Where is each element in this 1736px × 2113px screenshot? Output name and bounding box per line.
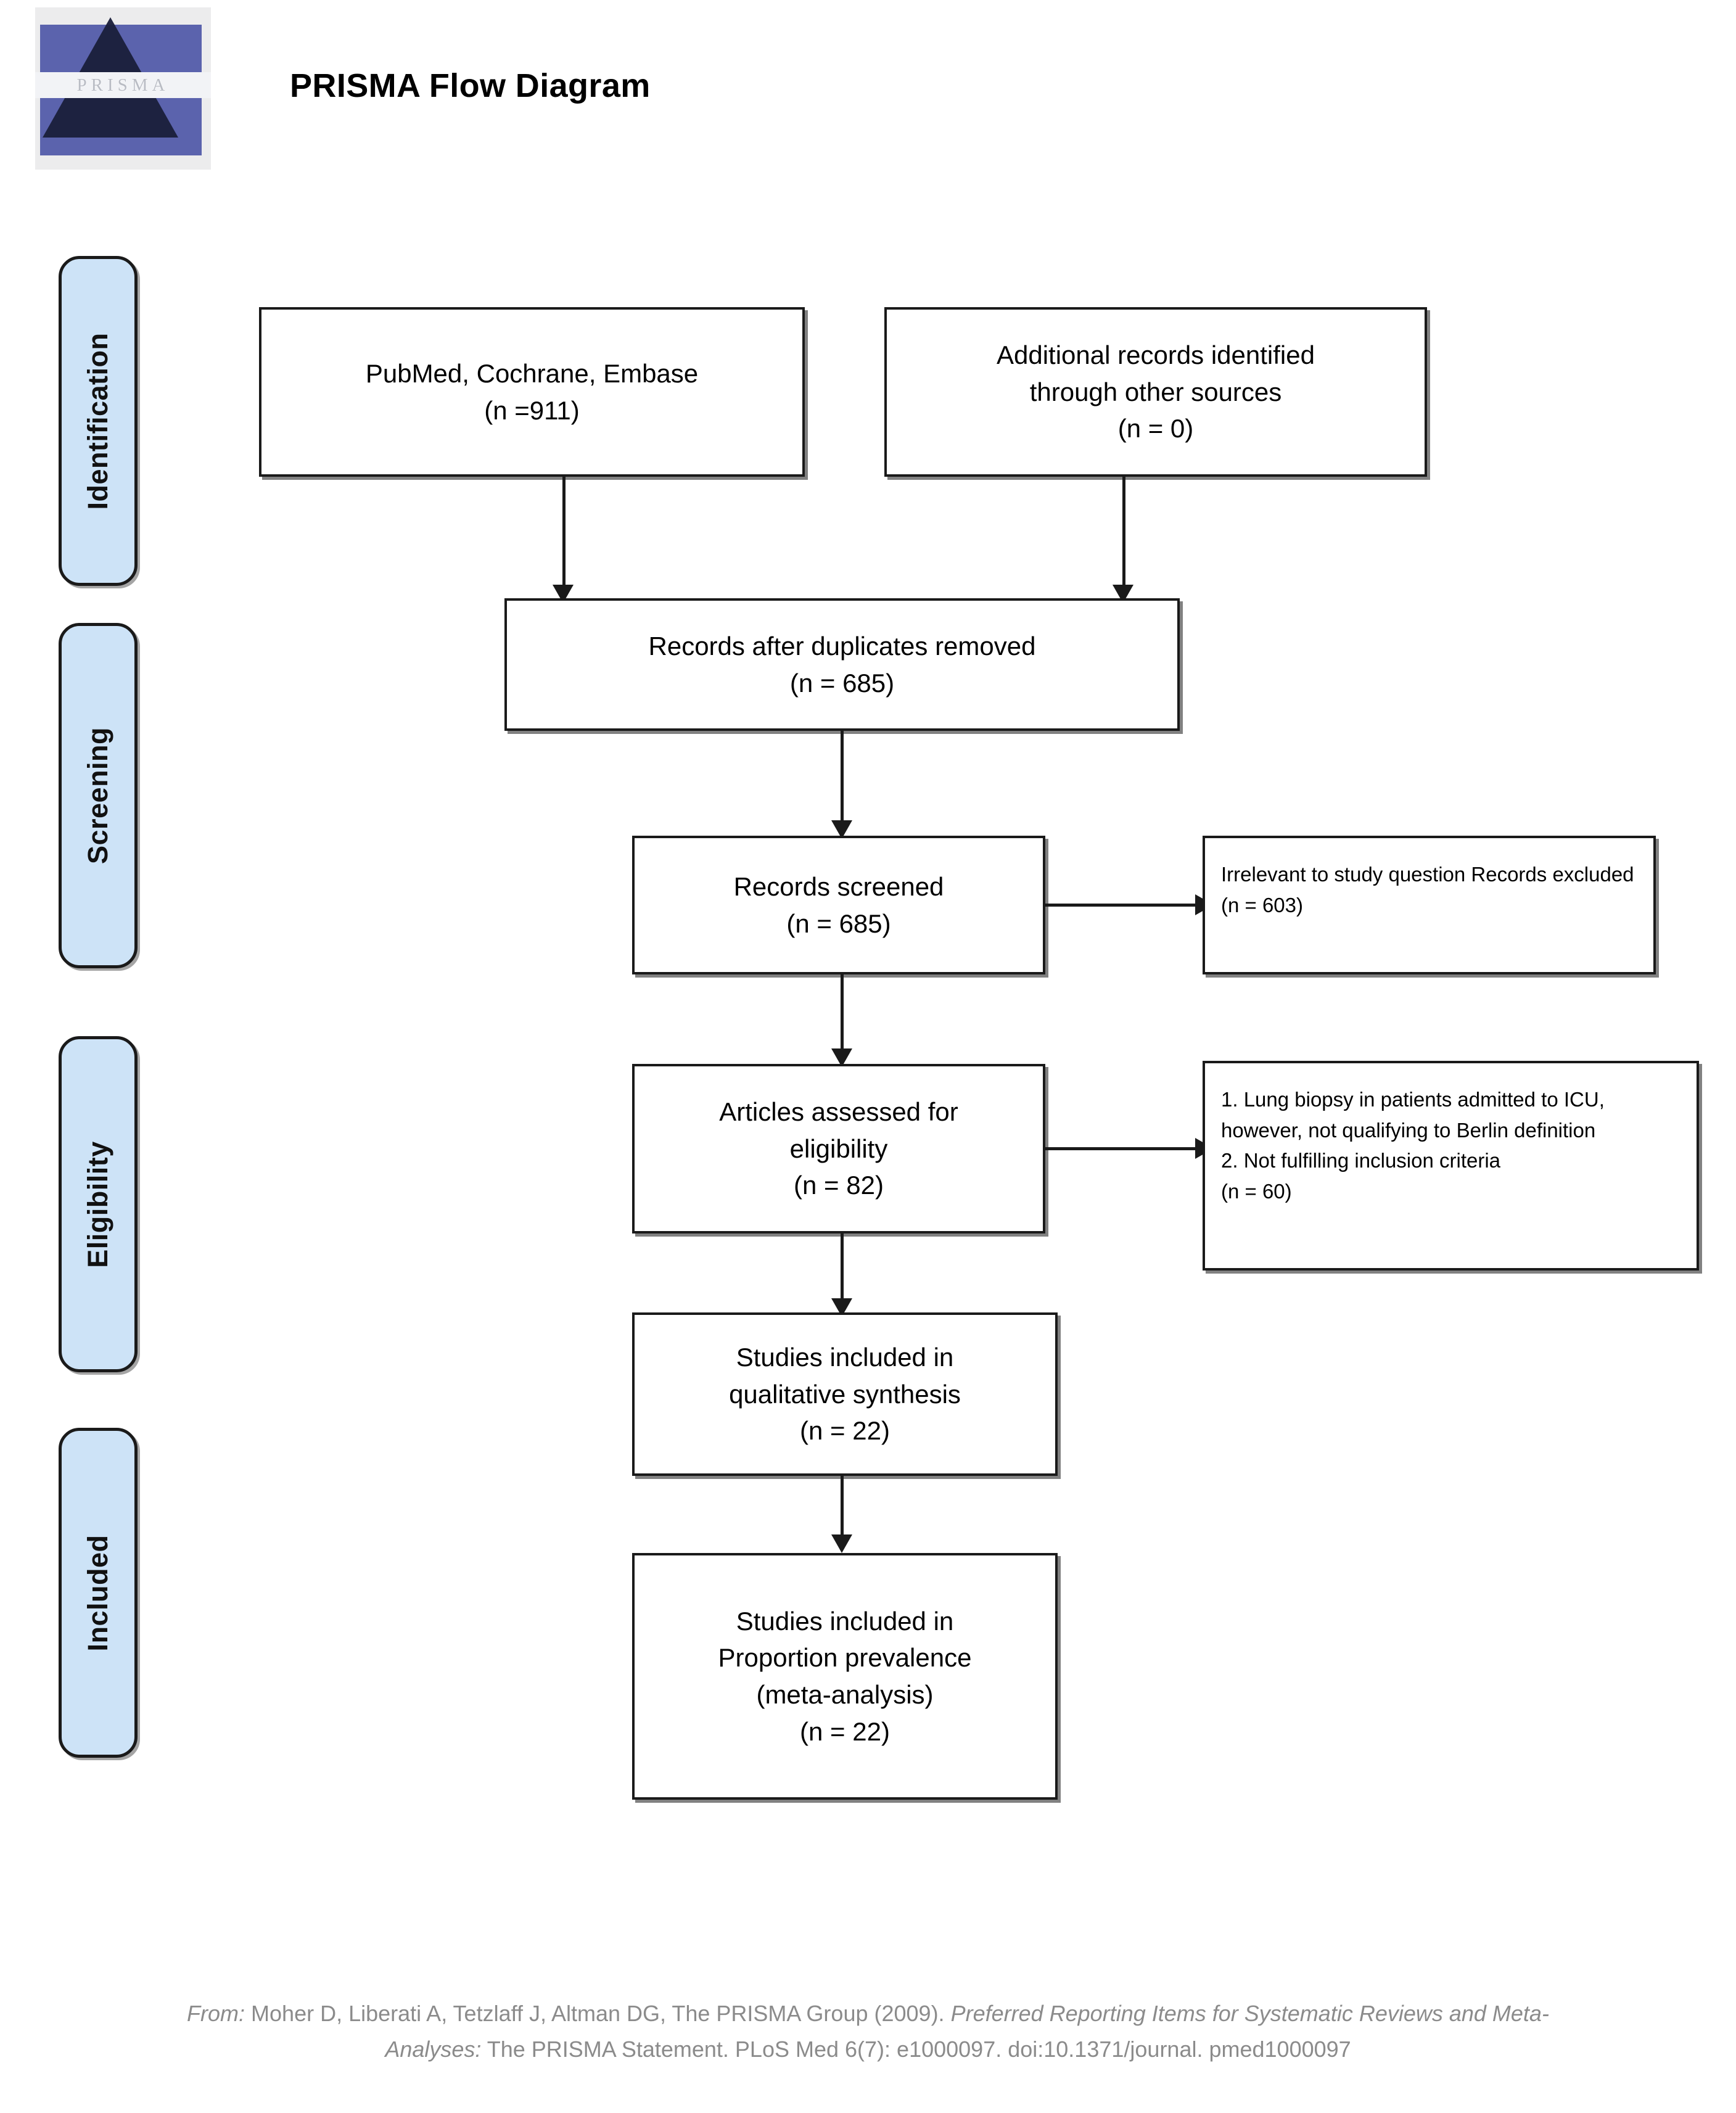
footer-title-italic-1: Preferred Reporting Items for Systematic… bbox=[950, 2001, 1549, 2026]
box-articles-assessed-line-2: eligibility bbox=[789, 1134, 888, 1163]
box-articles-excluded-line-2: 2. Not fulfilling inclusion criteria bbox=[1221, 1149, 1501, 1172]
box-duplicates-removed-line-1: Records after duplicates removed bbox=[648, 631, 1036, 661]
box-records-excluded-line-2: (n = 603) bbox=[1221, 893, 1303, 916]
box-databases-line-1: PubMed, Cochrane, Embase bbox=[365, 358, 699, 388]
stage-pill-identification: Identification bbox=[59, 256, 138, 586]
connector-screened-to-excluded bbox=[1045, 904, 1196, 907]
page-title: PRISMA Flow Diagram bbox=[290, 67, 651, 104]
box-databases-line-2: (n =911) bbox=[484, 395, 580, 425]
footer-citation-rest: The PRISMA Statement. PLoS Med 6(7): e10… bbox=[487, 2036, 1351, 2062]
box-other-sources: Additional records identified through ot… bbox=[884, 307, 1427, 477]
box-qualitative-synthesis-line-2: qualitative synthesis bbox=[729, 1379, 961, 1409]
footer-authors: Moher D, Liberati A, Tetzlaff J, Altman … bbox=[251, 2001, 945, 2026]
stage-pill-screening: Screening bbox=[59, 623, 138, 968]
footer-title-italic-2: Analyses: bbox=[385, 2036, 482, 2062]
box-meta-analysis-line-4: (n = 22) bbox=[800, 1716, 890, 1746]
box-qualitative-synthesis-line-3: (n = 22) bbox=[800, 1416, 890, 1446]
stage-label-identification: Identification bbox=[82, 332, 113, 509]
footer-citation: From: Moher D, Liberati A, Tetzlaff J, A… bbox=[0, 1996, 1736, 2067]
box-articles-excluded-line-1: 1. Lung biopsy in patients admitted to I… bbox=[1221, 1088, 1605, 1142]
box-articles-assessed-line-1: Articles assessed for bbox=[719, 1097, 958, 1127]
stage-pill-included: Included bbox=[59, 1428, 138, 1758]
stage-label-eligibility: Eligibility bbox=[82, 1140, 113, 1268]
box-records-screened-line-1: Records screened bbox=[733, 871, 944, 901]
box-meta-analysis-line-2: Proportion prevalence bbox=[718, 1643, 972, 1673]
stage-pill-eligibility: Eligibility bbox=[59, 1036, 138, 1372]
box-duplicates-removed: Records after duplicates removed (n = 68… bbox=[504, 598, 1180, 731]
box-articles-excluded: 1. Lung biopsy in patients admitted to I… bbox=[1203, 1061, 1699, 1271]
box-other-sources-line-1: Additional records identified bbox=[997, 340, 1315, 370]
box-qualitative-synthesis: Studies included in qualitative synthesi… bbox=[632, 1312, 1058, 1476]
box-other-sources-line-3: (n = 0) bbox=[1117, 414, 1194, 443]
stage-label-included: Included bbox=[82, 1534, 113, 1652]
connector-duplicates-to-screened bbox=[841, 731, 844, 823]
logo-wordmark: PRISMA bbox=[76, 75, 170, 95]
box-articles-assessed-line-3: (n = 82) bbox=[794, 1171, 884, 1200]
box-articles-assessed: Articles assessed for eligibility (n = 8… bbox=[632, 1064, 1045, 1234]
box-other-sources-line-2: through other sources bbox=[1029, 377, 1282, 406]
connector-screened-to-assessed bbox=[841, 974, 844, 1052]
box-meta-analysis-line-1: Studies included in bbox=[736, 1606, 954, 1636]
header: PRISMA PRISMA Flow Diagram bbox=[0, 0, 1736, 185]
connector-qualitative-to-meta bbox=[841, 1476, 844, 1538]
connector-databases-to-duplicates bbox=[562, 477, 566, 588]
stage-label-screening: Screening bbox=[82, 727, 113, 865]
box-records-excluded-line-1: Irrelevant to study question Records exc… bbox=[1221, 863, 1634, 886]
prisma-logo: PRISMA bbox=[35, 7, 211, 170]
box-records-screened: Records screened (n = 685) bbox=[632, 836, 1045, 974]
logo-white-band bbox=[35, 72, 211, 98]
box-records-screened-line-2: (n = 685) bbox=[786, 908, 891, 938]
box-articles-excluded-line-3: (n = 60) bbox=[1221, 1179, 1292, 1203]
connector-assessed-to-qualitative bbox=[841, 1234, 844, 1301]
box-meta-analysis-line-3: (meta-analysis) bbox=[756, 1680, 934, 1709]
box-qualitative-synthesis-line-1: Studies included in bbox=[736, 1343, 954, 1372]
footer-from-label: From: bbox=[187, 2001, 245, 2026]
box-records-excluded: Irrelevant to study question Records exc… bbox=[1203, 836, 1656, 974]
arrowhead-qualitative-to-meta bbox=[831, 1534, 852, 1553]
connector-other-sources-to-duplicates bbox=[1122, 477, 1125, 588]
connector-assessed-to-excluded bbox=[1045, 1147, 1196, 1150]
box-meta-analysis: Studies included in Proportion prevalenc… bbox=[632, 1553, 1058, 1800]
box-databases: PubMed, Cochrane, Embase (n =911) bbox=[259, 307, 805, 477]
box-duplicates-removed-line-2: (n = 685) bbox=[789, 668, 895, 698]
